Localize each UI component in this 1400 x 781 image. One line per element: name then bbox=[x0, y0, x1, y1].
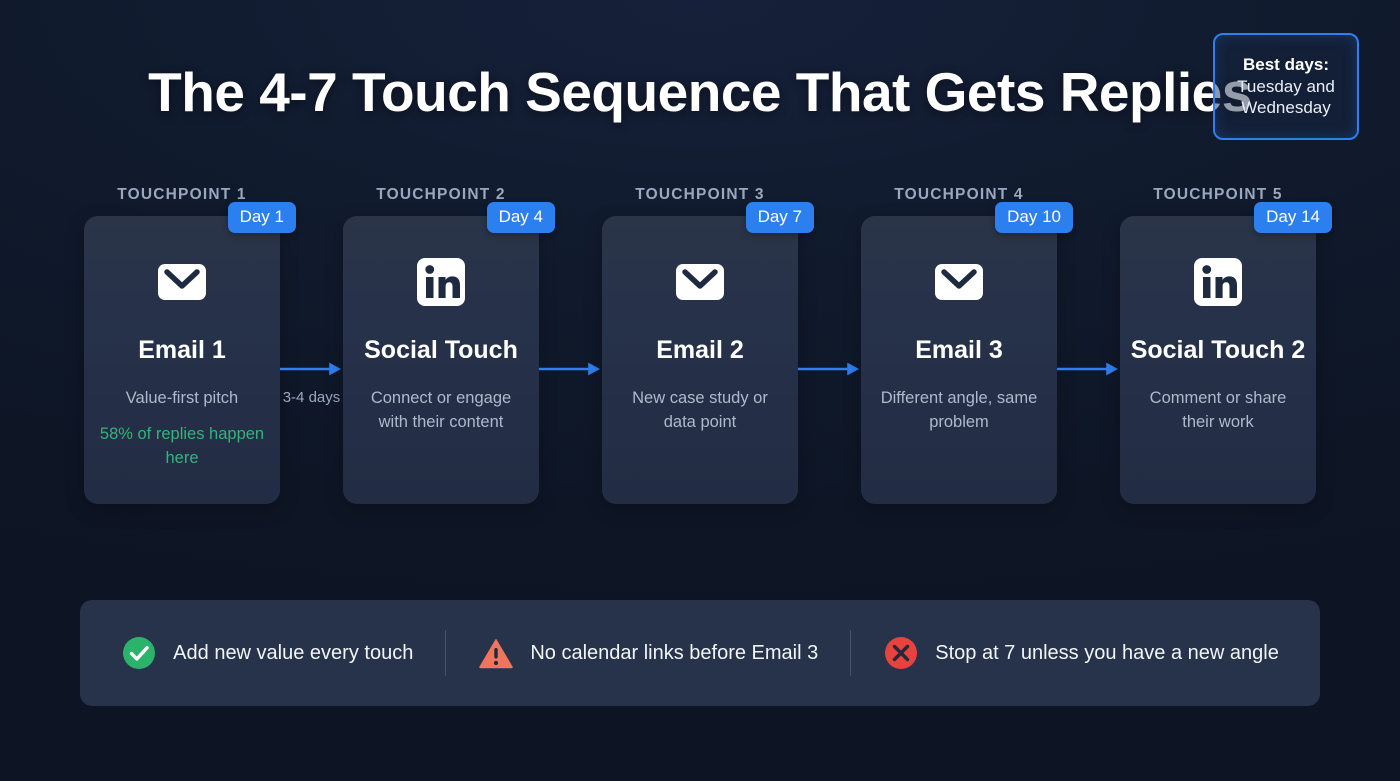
card-description-1: Value-first pitch bbox=[125, 389, 239, 407]
connector-3 bbox=[798, 213, 861, 501]
best-days-value: Tuesday and Wednesday bbox=[1237, 76, 1335, 118]
arrow-wrap-2 bbox=[539, 361, 602, 377]
touchpoint-column-1: TOUCHPOINT 1 Day 1 Email 1 Value-first p… bbox=[84, 186, 296, 504]
connector-1: 3-4 days bbox=[280, 213, 343, 501]
rule-divider bbox=[850, 630, 852, 676]
envelope-icon bbox=[676, 264, 724, 300]
arrow-wrap-1 bbox=[280, 361, 343, 377]
day-badge-5: Day 14 bbox=[1254, 202, 1332, 233]
envelope-icon bbox=[935, 264, 983, 300]
connector-4 bbox=[1057, 213, 1120, 501]
arrow-right-icon bbox=[539, 362, 601, 376]
touchpoint-card-4[interactable]: Day 10 Email 3 Different angle, same pro… bbox=[861, 202, 1073, 504]
card-highlight-1: 58% of replies happen here bbox=[99, 424, 265, 467]
touchpoint-card-3[interactable]: Day 7 Email 2 New case study or data poi… bbox=[602, 202, 814, 504]
touchpoint-label-1: TOUCHPOINT 1 bbox=[117, 186, 247, 203]
day-badge-2: Day 4 bbox=[486, 202, 555, 233]
rule-item-2: No calendar links before Email 3 bbox=[446, 635, 850, 671]
touchpoint-column-3: TOUCHPOINT 3 Day 7 Email 2 New case stud… bbox=[602, 186, 814, 504]
card-description-5: Comment or share their work bbox=[1149, 389, 1287, 431]
touchpoint-column-4: TOUCHPOINT 4 Day 10 Email 3 Different an… bbox=[861, 186, 1073, 504]
rule-text-3: Stop at 7 unless you have a new angle bbox=[935, 641, 1279, 664]
best-days-label: Best days: bbox=[1243, 54, 1329, 74]
day-badge-3: Day 7 bbox=[745, 202, 814, 233]
rule-text-2: No calendar links before Email 3 bbox=[530, 641, 819, 664]
day-badge-1: Day 1 bbox=[227, 202, 296, 233]
touchpoint-label-2: TOUCHPOINT 2 bbox=[376, 186, 506, 203]
card-description-4: Different angle, same problem bbox=[880, 389, 1038, 431]
touchpoint-sequence: TOUCHPOINT 1 Day 1 Email 1 Value-first p… bbox=[84, 186, 1332, 504]
rule-item-3: Stop at 7 unless you have a new angle bbox=[851, 635, 1311, 671]
rule-text-1: Add new value every touch bbox=[173, 641, 414, 664]
touchpoint-column-2: TOUCHPOINT 2 Day 4 Social Touch Connect … bbox=[343, 186, 555, 504]
card-title-5: Social Touch 2 bbox=[1130, 336, 1306, 364]
arrow-right-icon bbox=[1057, 362, 1119, 376]
best-days-callout: Best days: Tuesday and Wednesday bbox=[1213, 33, 1359, 140]
card-title-4: Email 3 bbox=[915, 336, 1003, 364]
card-description-3: New case study or data point bbox=[632, 389, 768, 431]
rule-divider bbox=[445, 630, 447, 676]
arrow-wrap-4 bbox=[1057, 361, 1120, 377]
touchpoint-label-3: TOUCHPOINT 3 bbox=[635, 186, 765, 203]
x-circle-icon bbox=[885, 637, 918, 669]
card-title-3: Email 2 bbox=[656, 336, 744, 364]
warning-triangle-icon bbox=[479, 638, 514, 669]
rule-item-1: Add new value every touch bbox=[89, 635, 445, 671]
touchpoint-card-1[interactable]: Day 1 Email 1 Value-first pitch 58% of r… bbox=[84, 202, 296, 504]
day-badge-4: Day 10 bbox=[995, 202, 1073, 233]
touchpoint-column-5: TOUCHPOINT 5 Day 14 Social Touch 2 Comme… bbox=[1120, 186, 1332, 504]
touchpoint-label-5: TOUCHPOINT 5 bbox=[1153, 186, 1283, 203]
arrow-right-icon bbox=[280, 362, 342, 376]
envelope-icon bbox=[158, 264, 206, 300]
touchpoint-label-4: TOUCHPOINT 4 bbox=[894, 186, 1024, 203]
card-description-2: Connect or engage with their content bbox=[370, 389, 512, 431]
linkedin-icon bbox=[417, 258, 465, 306]
card-title-1: Email 1 bbox=[138, 336, 226, 364]
arrow-right-icon bbox=[798, 362, 860, 376]
linkedin-icon bbox=[1194, 258, 1242, 306]
card-title-2: Social Touch bbox=[364, 336, 518, 364]
connector-2 bbox=[539, 213, 602, 501]
rules-bar: Add new value every touch No calendar li… bbox=[80, 600, 1320, 706]
touchpoint-card-2[interactable]: Day 4 Social Touch Connect or engage wit… bbox=[343, 202, 555, 504]
check-circle-icon bbox=[123, 637, 156, 669]
arrow-wrap-3 bbox=[798, 361, 861, 377]
connector-gap-label-1: 3-4 days bbox=[282, 389, 341, 406]
touchpoint-card-5[interactable]: Day 14 Social Touch 2 Comment or share t… bbox=[1120, 202, 1332, 504]
page-title: The 4-7 Touch Sequence That Gets Replies bbox=[148, 61, 1252, 123]
